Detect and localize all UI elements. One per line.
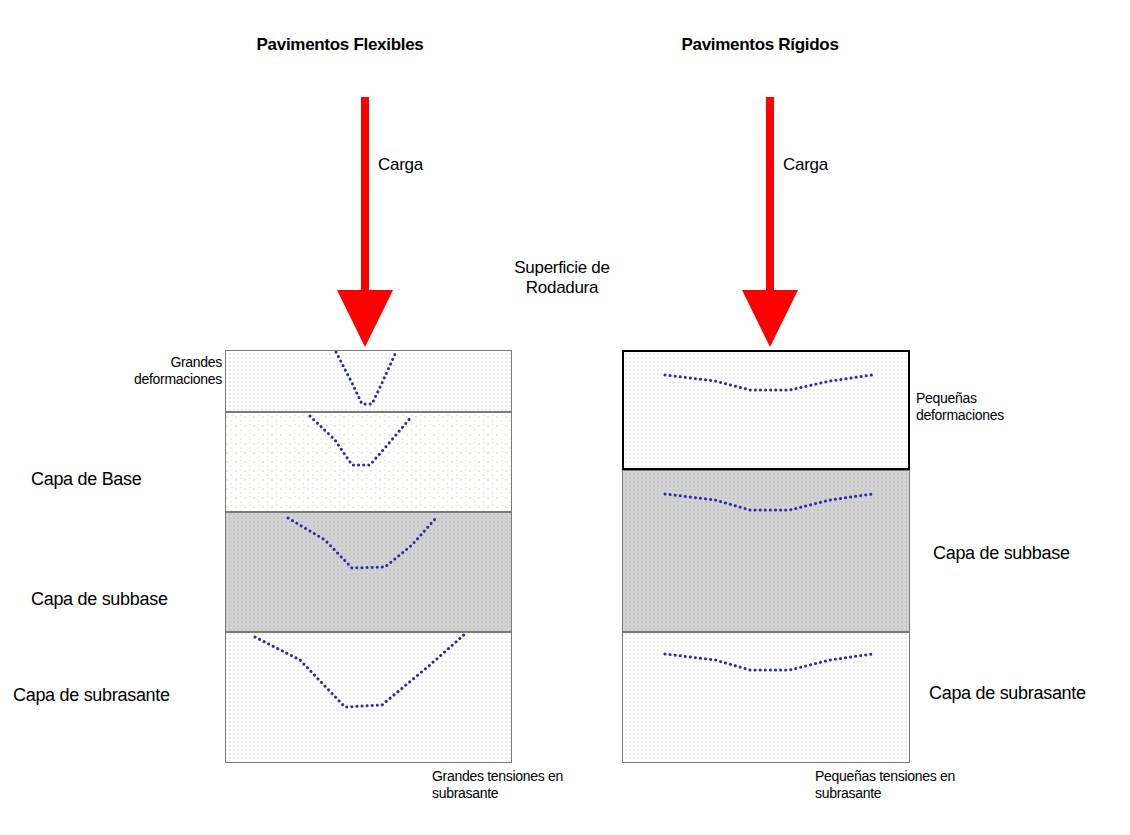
deflection-curve	[310, 416, 412, 465]
subbase-layer: Capa de subbase	[622, 470, 910, 632]
deflection-curve	[288, 518, 436, 568]
concrete-slab-layer: Pequeñas deformaciones	[622, 350, 910, 470]
base-texture	[225, 412, 512, 512]
subbase-texture	[225, 512, 512, 632]
load-label: Carga	[378, 155, 423, 175]
subgrade-fill	[622, 632, 910, 763]
column-title: Pavimentos Rígidos	[681, 35, 838, 55]
stress-note: Pequeñas tensiones en subrasante	[815, 768, 960, 802]
layer-label: Capa de Base	[31, 469, 141, 491]
surface-fill	[225, 350, 512, 412]
wearing-surface-layer: Grandes deformaciones	[225, 350, 512, 412]
layer-label: Capa de subrasante	[929, 683, 1086, 705]
deflection-curve	[255, 633, 466, 707]
slab-fill	[622, 350, 910, 470]
column-title: Pavimentos Flexibles	[257, 35, 424, 55]
load-arrow-shaft	[766, 97, 774, 293]
subbase-fill	[225, 512, 512, 632]
deflection-curve	[665, 654, 872, 670]
subbase-layer: Capa de subbase	[225, 512, 512, 632]
load-arrow-shaft	[361, 97, 369, 293]
subbase-texture	[622, 470, 910, 632]
deflection-curve	[665, 494, 872, 510]
subgrade-fill	[225, 632, 512, 763]
layer-label: Capa de subbase	[31, 589, 168, 611]
layer-label: Capa de subbase	[933, 543, 1070, 565]
subgrade-layer: Capa de subrasante	[225, 632, 512, 763]
base-fill	[225, 412, 512, 512]
load-arrow-head	[742, 290, 798, 347]
surface-label: Superficie de Rodadura	[492, 258, 632, 299]
load-arrow-head	[337, 290, 393, 347]
subgrade-layer: Capa de subrasante	[622, 632, 910, 763]
stress-note: Grandes tensiones en subrasante	[432, 768, 567, 802]
layer-label: Pequeñas deformaciones	[916, 390, 1016, 424]
subbase-fill	[622, 470, 910, 632]
layer-label: Capa de subrasante	[13, 685, 170, 707]
deflection-curve	[665, 375, 872, 390]
layer-label: Grandes deformaciones	[122, 354, 222, 388]
load-label: Carga	[783, 155, 828, 175]
base-layer: Capa de Base	[225, 412, 512, 512]
deflection-curve	[336, 352, 396, 404]
